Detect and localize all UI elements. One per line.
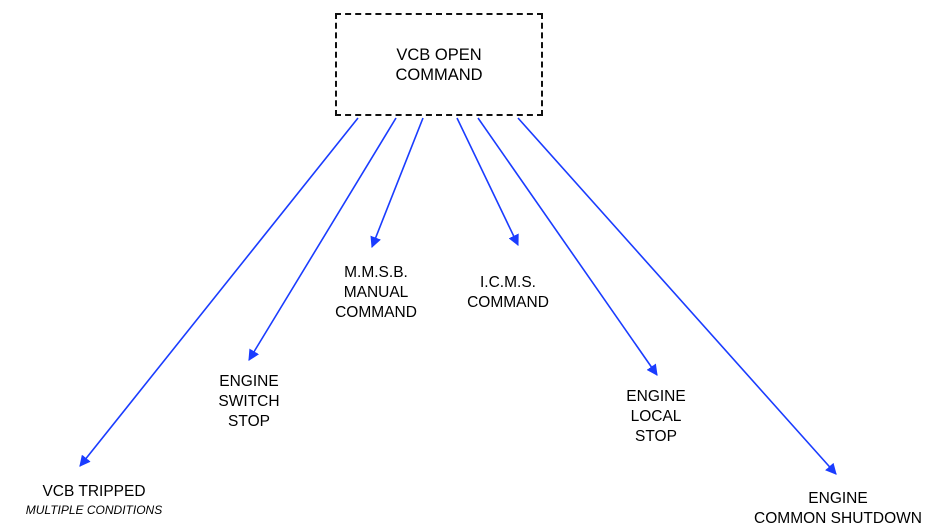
- arrow-to-engine-common-shutdown: [517, 117, 837, 475]
- arrow-to-engine-local-stop: [477, 117, 658, 376]
- arrow-to-icms-command: [456, 117, 519, 247]
- node-label: VCB TRIPPED: [42, 483, 146, 500]
- node-label-line-1: ENGINE: [219, 373, 279, 390]
- node-label-line-1: M.M.S.B.: [344, 264, 408, 281]
- arrow-to-mmsb-manual-command: [370, 117, 424, 249]
- node-icms-command: I.C.M.S. COMMAND: [467, 273, 549, 313]
- node-label-line-2: MANUAL: [343, 284, 409, 301]
- node-label-line-1: ENGINE: [808, 490, 868, 507]
- node-engine-switch-stop: ENGINE SWITCH STOP: [218, 372, 279, 432]
- node-label-line-2: LOCAL: [630, 408, 682, 425]
- root-label-line-2: COMMAND: [395, 65, 483, 84]
- arrow-to-vcb-tripped: [79, 117, 359, 467]
- arrow-to-engine-switch-stop: [248, 117, 397, 361]
- node-label-line-3: STOP: [635, 428, 677, 445]
- root-label-line-1: VCB OPEN: [396, 45, 482, 64]
- node-subtitle: MULTIPLE CONDITIONS: [25, 503, 163, 517]
- node-label-line-2: COMMON SHUTDOWN: [754, 510, 922, 527]
- node-label-line-2: SWITCH: [218, 393, 280, 410]
- node-label-line-1: I.C.M.S.: [480, 274, 536, 291]
- node-engine-common-shutdown: ENGINE COMMON SHUTDOWN: [754, 489, 922, 529]
- node-label-line-3: STOP: [228, 413, 270, 430]
- node-label-line-1: ENGINE: [626, 388, 686, 405]
- node-mmsb-manual-command: M.M.S.B. MANUAL COMMAND: [335, 263, 417, 323]
- node-vcb-tripped: VCB TRIPPED MULTIPLE CONDITIONS: [26, 482, 162, 518]
- node-label-line-2: COMMAND: [467, 294, 549, 311]
- node-engine-local-stop: ENGINE LOCAL STOP: [626, 387, 685, 447]
- node-label-line-3: COMMAND: [335, 304, 417, 321]
- root-node-vcb-open-command: VCB OPEN COMMAND: [335, 13, 543, 116]
